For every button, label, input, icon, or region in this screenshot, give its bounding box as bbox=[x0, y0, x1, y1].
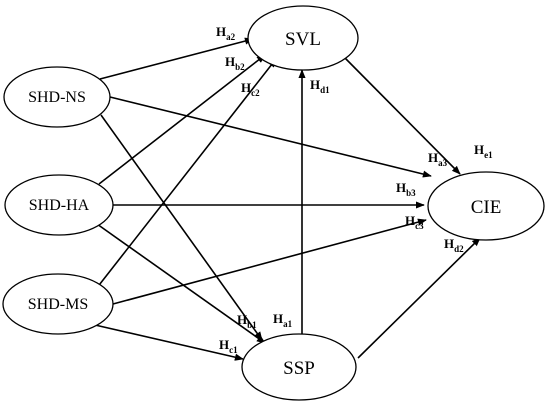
label-hd2: Hd2 bbox=[444, 236, 464, 254]
node-label-ssp: SSP bbox=[283, 358, 315, 379]
node-svl: SVL bbox=[247, 5, 359, 71]
edge-ssp-cie bbox=[357, 237, 481, 359]
edge-svl-cie bbox=[344, 57, 461, 175]
edge-shdms-ssp bbox=[94, 324, 244, 361]
node-shd-ha: SHD-HA bbox=[4, 174, 114, 236]
node-shd-ns: SHD-NS bbox=[3, 66, 111, 128]
node-label-cie: CIE bbox=[471, 197, 502, 218]
edge-shdns-ssp bbox=[100, 114, 263, 341]
label-hd1: Hd1 bbox=[310, 77, 330, 95]
label-ha2: Ha2 bbox=[216, 24, 236, 42]
edge-shdms-cie bbox=[112, 218, 427, 305]
label-hc1: Hc1 bbox=[219, 337, 238, 355]
label-ha1: Ha1 bbox=[273, 311, 293, 329]
label-hc2: Hc2 bbox=[241, 80, 260, 98]
node-cie: CIE bbox=[427, 171, 545, 241]
node-label-shd-ha: SHD-HA bbox=[29, 197, 90, 214]
label-hc3: Hc3 bbox=[405, 213, 424, 231]
edge-shdha-ssp bbox=[96, 223, 266, 344]
edge-shdha-svl bbox=[98, 54, 266, 185]
edges bbox=[94, 37, 481, 361]
node-shd-ms: SHD-MS bbox=[2, 273, 114, 335]
node-label-shd-ms: SHD-MS bbox=[28, 296, 88, 313]
label-hb3: Hb3 bbox=[396, 180, 416, 198]
label-hb1: Hb1 bbox=[237, 312, 257, 330]
edge-shdns-svl bbox=[99, 37, 254, 80]
edge-shdms-svl bbox=[95, 58, 277, 290]
node-ssp: SSP bbox=[241, 333, 357, 401]
label-hb2: Hb2 bbox=[225, 54, 245, 72]
label-ha3: Ha3 bbox=[428, 150, 448, 168]
node-label-svl: SVL bbox=[285, 29, 321, 50]
node-label-shd-ns: SHD-NS bbox=[28, 89, 86, 106]
edge-shdns-cie bbox=[109, 96, 432, 178]
label-he1: He1 bbox=[474, 142, 493, 160]
hypothesis-labels: Ha2 Hb2 Hc2 Hd1 He1 Ha3 Hb3 Hc3 Hd2 Hb1 … bbox=[216, 24, 493, 355]
